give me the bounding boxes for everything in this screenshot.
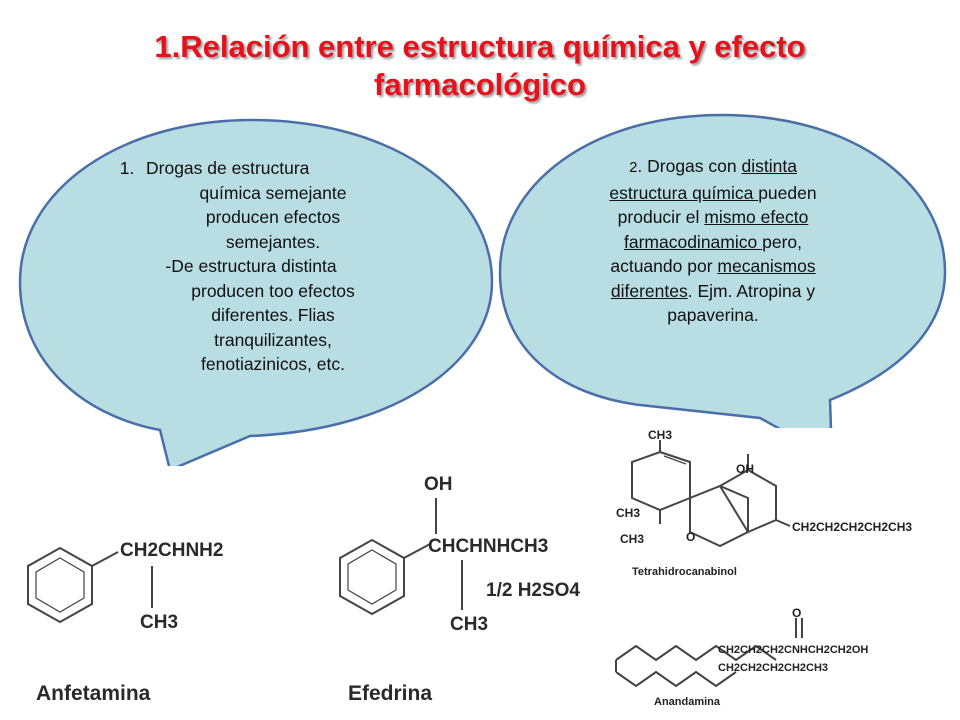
bubble-left-line: Drogas de estructura: [146, 158, 310, 178]
underlined-text: diferentes: [610, 280, 688, 301]
anandamida-chain: [615, 644, 777, 662]
thc-methyl-a: CH3: [616, 506, 641, 520]
anandamida-caption: Anandamina: [654, 696, 721, 708]
efedrina-benzene-ring: [339, 538, 405, 616]
speech-bubble-right: [498, 113, 947, 461]
anandamida-pentyl-chain: CH2CH2CH2CH2CH3: [718, 662, 829, 674]
thc-methyl-b: CH3: [620, 532, 645, 546]
anandamida-oxygen: O: [792, 606, 802, 620]
text-run: pueden: [758, 182, 817, 203]
bubble-left-line: semejantes.: [225, 231, 321, 252]
anfetamina-substituent: CH2CHNH2: [120, 540, 224, 561]
bubble-left-line: producen efectos: [205, 207, 341, 227]
structures-background-right: [600, 428, 960, 720]
bubble-left-line: -De estructura distinta: [165, 256, 337, 276]
text-run: pero,: [762, 231, 802, 252]
underlined-text: mismo efecto: [704, 207, 809, 227]
text-run: papaverina.: [667, 305, 759, 325]
bubble-left-line: fenotiazinicos, etc.: [201, 354, 345, 374]
title-line-2: farmacológico: [374, 67, 586, 102]
list-number: 2: [629, 159, 638, 176]
efedrina-substituent: CHCHNHCH3: [428, 536, 549, 557]
text-run: . Ejm. Atropina y: [687, 280, 816, 301]
underlined-text: estructura química: [609, 182, 759, 203]
list-number: 1.: [119, 158, 135, 178]
efedrina-hydroxyl: OH: [424, 474, 453, 495]
efedrina-salt: 1/2 H2SO4: [486, 580, 580, 601]
thc-pentyl-chain: CH2CH2CH2CH2CH3: [792, 520, 913, 534]
bubble-left-line: diferentes. Flias: [211, 305, 335, 325]
thc-ring-a: [631, 450, 691, 512]
bubble-left-line: tranquilizantes,: [214, 329, 332, 350]
anfetamina-benzene-ring: [27, 546, 93, 624]
thc-oxygen: O: [686, 530, 696, 544]
text-run: producir el: [617, 207, 705, 227]
bubble-left-line: química semejante: [199, 182, 347, 203]
efedrina-methyl: CH3: [450, 614, 489, 635]
text-run: actuando por: [610, 256, 718, 276]
underlined-text: farmacodinamico: [623, 231, 763, 252]
thc-ring-c: [718, 468, 777, 534]
text-run: . Drogas con: [637, 156, 742, 176]
bubble-right-text: 2. Drogas con distinta estructura químic…: [563, 154, 863, 328]
bubble-left-line: producen too efectos: [191, 280, 355, 301]
anfetamina-methyl: CH3: [140, 612, 179, 633]
underlined-text: distinta: [741, 156, 797, 176]
title-line-1: 1.Relación entre estructura química y ef…: [154, 29, 806, 64]
anfetamina-caption: Anfetamina: [36, 682, 151, 705]
thc-caption: Tetrahidrocanabinol: [632, 566, 737, 578]
underlined-text: mecanismos: [717, 256, 816, 276]
bubble-left-text: 1. Drogas de estructura química semejante…: [108, 156, 394, 377]
speech-bubble-left: [18, 118, 494, 472]
thc-hydroxyl: OH: [736, 462, 754, 476]
anandamida-amide-chain: CH2CH2CH2CNHCH2CH2OH: [718, 644, 869, 656]
slide-title: 1.Relación entre estructura química y ef…: [60, 28, 900, 104]
efedrina-caption: Efedrina: [348, 682, 433, 705]
thc-methyl-top: CH3: [648, 428, 673, 442]
